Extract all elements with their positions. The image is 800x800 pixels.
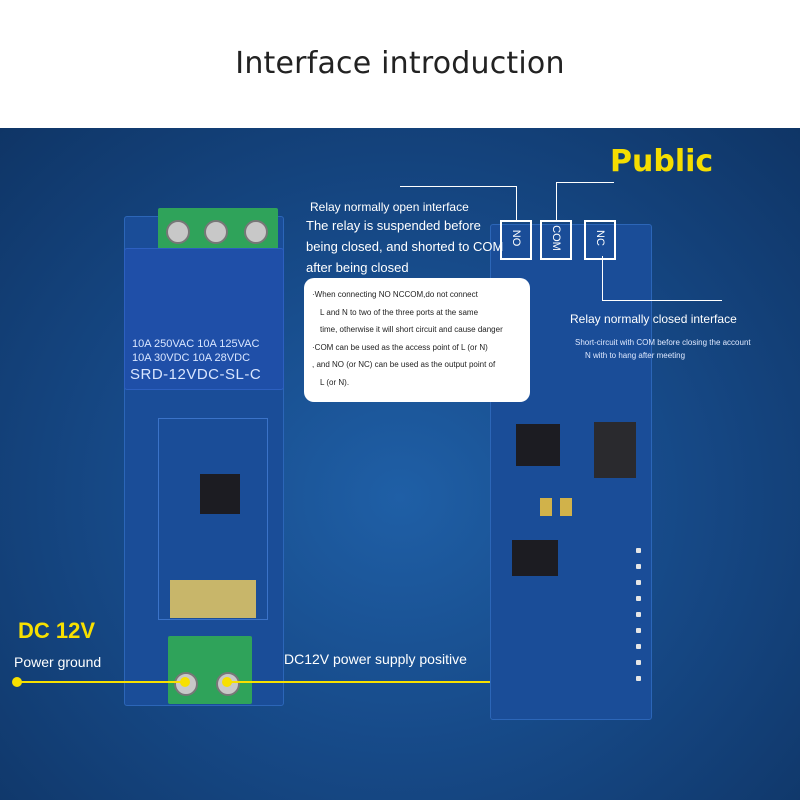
note-line: ·When connecting NO NCCOM,do not connect [312, 290, 478, 299]
nc-interface-label: Relay normally closed interface [570, 312, 737, 326]
dc-voltage-label: DC 12V [18, 618, 96, 643]
ground-point-marker [12, 677, 22, 687]
driver-ic-chip [512, 540, 558, 576]
warning-note-text: ·When connecting NO NCCOM,do not connect… [312, 286, 527, 392]
header: Interface introduction [0, 0, 800, 128]
warning-note: ·When connecting NO NCCOM,do not connect… [304, 278, 530, 402]
pcb-antenna [170, 580, 256, 618]
leader-line [516, 186, 517, 220]
note-line: L and N to two of the three ports at the… [320, 307, 479, 317]
terminal-com-label: COM [550, 225, 562, 251]
header-pin [636, 660, 641, 665]
transistor-chip [594, 422, 636, 478]
nc-description-line-2: N with to hang after meeting [585, 351, 686, 360]
relay-model: SRD-12VDC-SL-C [130, 366, 262, 383]
no-interface-label: Relay normally open interface [310, 200, 469, 214]
header-pin [636, 644, 641, 649]
positive-leader-line [226, 681, 490, 683]
terminal-com: COM [540, 220, 572, 260]
relay-marking [150, 248, 160, 249]
header-pin [636, 596, 641, 601]
header-pin [636, 548, 641, 553]
terminal-no: NO [500, 220, 532, 260]
public-label: Public [610, 144, 714, 179]
ground-leader-line [18, 681, 184, 683]
nc-interface-description: Short-circuit with COM before closing th… [575, 336, 795, 362]
smd-capacitor [540, 498, 552, 516]
leader-line [602, 256, 603, 300]
voltage-regulator-chip [516, 424, 560, 466]
terminal-nc: NC [584, 220, 616, 260]
leader-line [556, 182, 614, 183]
header-pin [636, 628, 641, 633]
terminal-nc-label: NC [594, 230, 606, 246]
screw-icon [166, 220, 190, 244]
screw-icon [244, 220, 268, 244]
note-line: L (or N). [320, 377, 350, 387]
leader-line [602, 300, 722, 301]
relay-rating-line-2: 10A 30VDC 10A 28VDC [132, 352, 251, 364]
relay-rating-line-1: 10A 250VAC 10A 125VAC [132, 338, 260, 350]
ground-terminal-marker [180, 677, 190, 687]
microcontroller-chip [200, 474, 240, 514]
note-line: , and NO (or NC) can be used as the outp… [312, 360, 496, 370]
nc-description-line-1: Short-circuit with COM before closing th… [575, 338, 751, 347]
no-interface-description: The relay is suspended before being clos… [306, 218, 504, 275]
header-pin [636, 580, 641, 585]
power-ground-label: Power ground [14, 654, 102, 670]
smd-capacitor [560, 498, 572, 516]
leader-line [400, 186, 516, 187]
power-positive-label: DC12V power supply positive [284, 651, 467, 667]
page-title: Interface introduction [235, 46, 565, 81]
relay-component [124, 248, 284, 390]
terminal-no-label: NO [510, 229, 522, 247]
note-line: time, otherwise it will short circuit an… [320, 325, 503, 335]
note-line: ·COM can be used as the access point of … [312, 342, 488, 352]
header-pin [636, 564, 641, 569]
product-image-panel: 10A 250VAC 10A 125VAC 10A 30VDC 10A 28VD… [0, 128, 800, 800]
screw-icon [204, 220, 228, 244]
header-pin [636, 676, 641, 681]
positive-terminal-marker [222, 677, 232, 687]
leader-line [556, 182, 557, 220]
header-pin [636, 612, 641, 617]
